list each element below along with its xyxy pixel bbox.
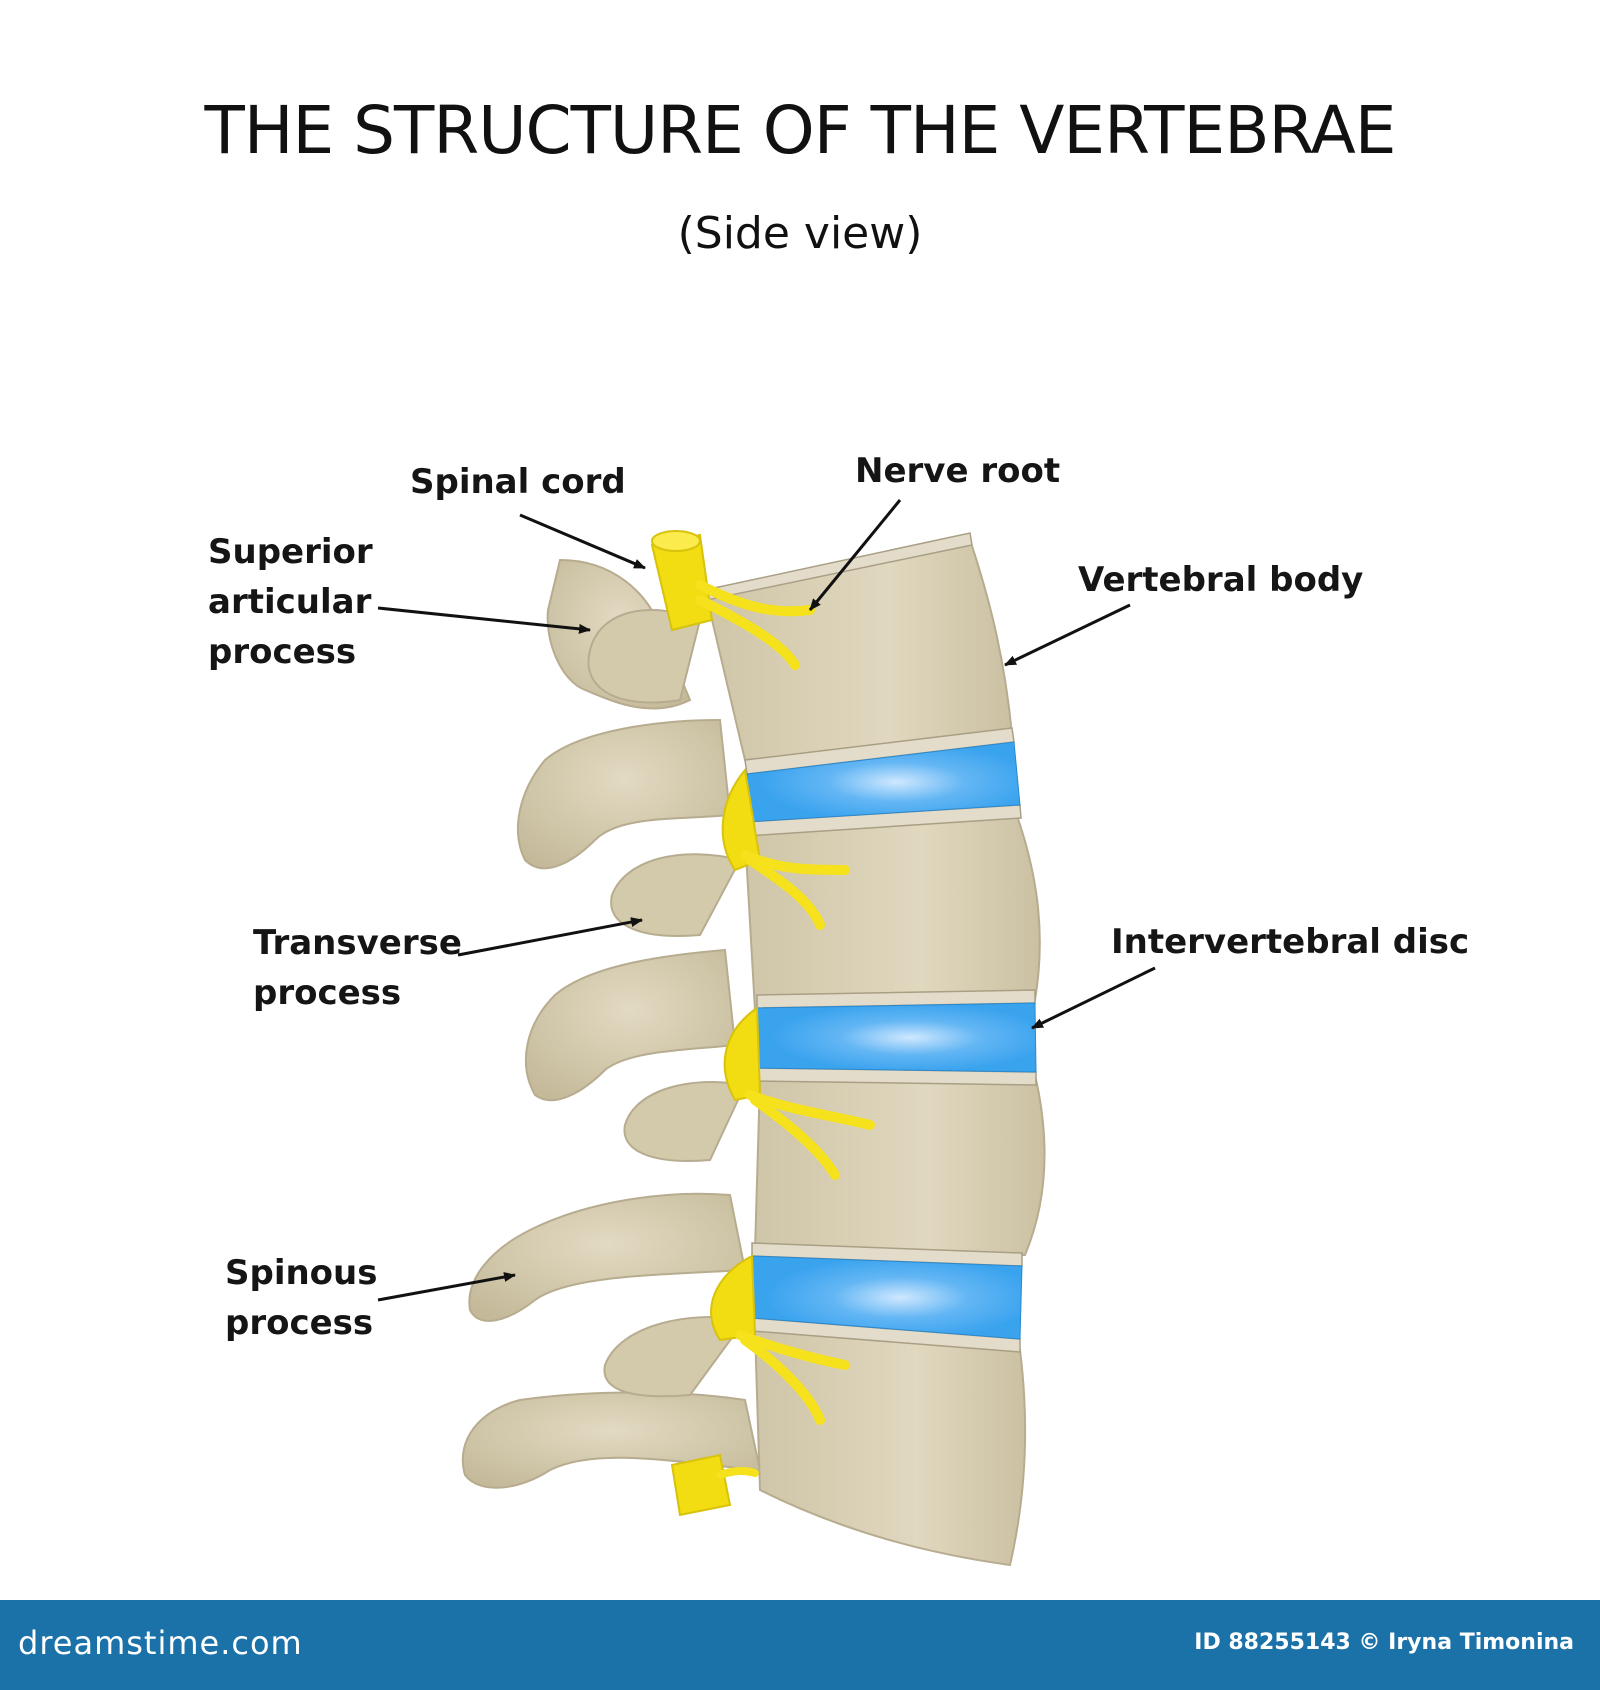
page-title: THE STRUCTURE OF THE VERTEBRAE xyxy=(204,92,1397,169)
label-superior-articular-process: Superior articular process xyxy=(208,532,373,672)
vertebrae-diagram xyxy=(377,499,1156,1567)
label-spinous-process: Spinous process xyxy=(225,1253,378,1343)
intervertebral-disc-shapes xyxy=(745,741,1037,1340)
brand-logo: dreamstime.com xyxy=(18,1624,303,1662)
page-subtitle: (Side view) xyxy=(677,208,923,259)
arrow-spinal-cord xyxy=(519,513,646,570)
arrow-nerve-root xyxy=(808,499,902,611)
arrow-intervertebral-disc xyxy=(1031,966,1156,1030)
endplate-shapes xyxy=(704,532,1037,1353)
label-intervertebral-disc: Intervertebral disc xyxy=(1111,922,1470,962)
pointer-arrows xyxy=(377,499,1156,1302)
arrow-superior-articular xyxy=(377,606,591,634)
footer-bar: dreamstime.com ID 88255143 © Iryna Timon… xyxy=(0,1600,1600,1690)
arrow-spinous xyxy=(377,1272,516,1302)
label-spinal-cord: Spinal cord xyxy=(410,462,626,502)
label-vertebral-body: Vertebral body xyxy=(1078,560,1364,600)
label-nerve-root: Nerve root xyxy=(855,451,1061,491)
articular-process-shapes xyxy=(587,609,747,1398)
label-transverse-process: Transverse process xyxy=(253,923,462,1013)
arrow-vertebral-body xyxy=(1004,603,1131,667)
spinal-cord-shapes xyxy=(650,530,875,1517)
image-credit: ID 88255143 © Iryna Timonina xyxy=(1194,1630,1574,1655)
arrow-transverse xyxy=(457,917,643,957)
